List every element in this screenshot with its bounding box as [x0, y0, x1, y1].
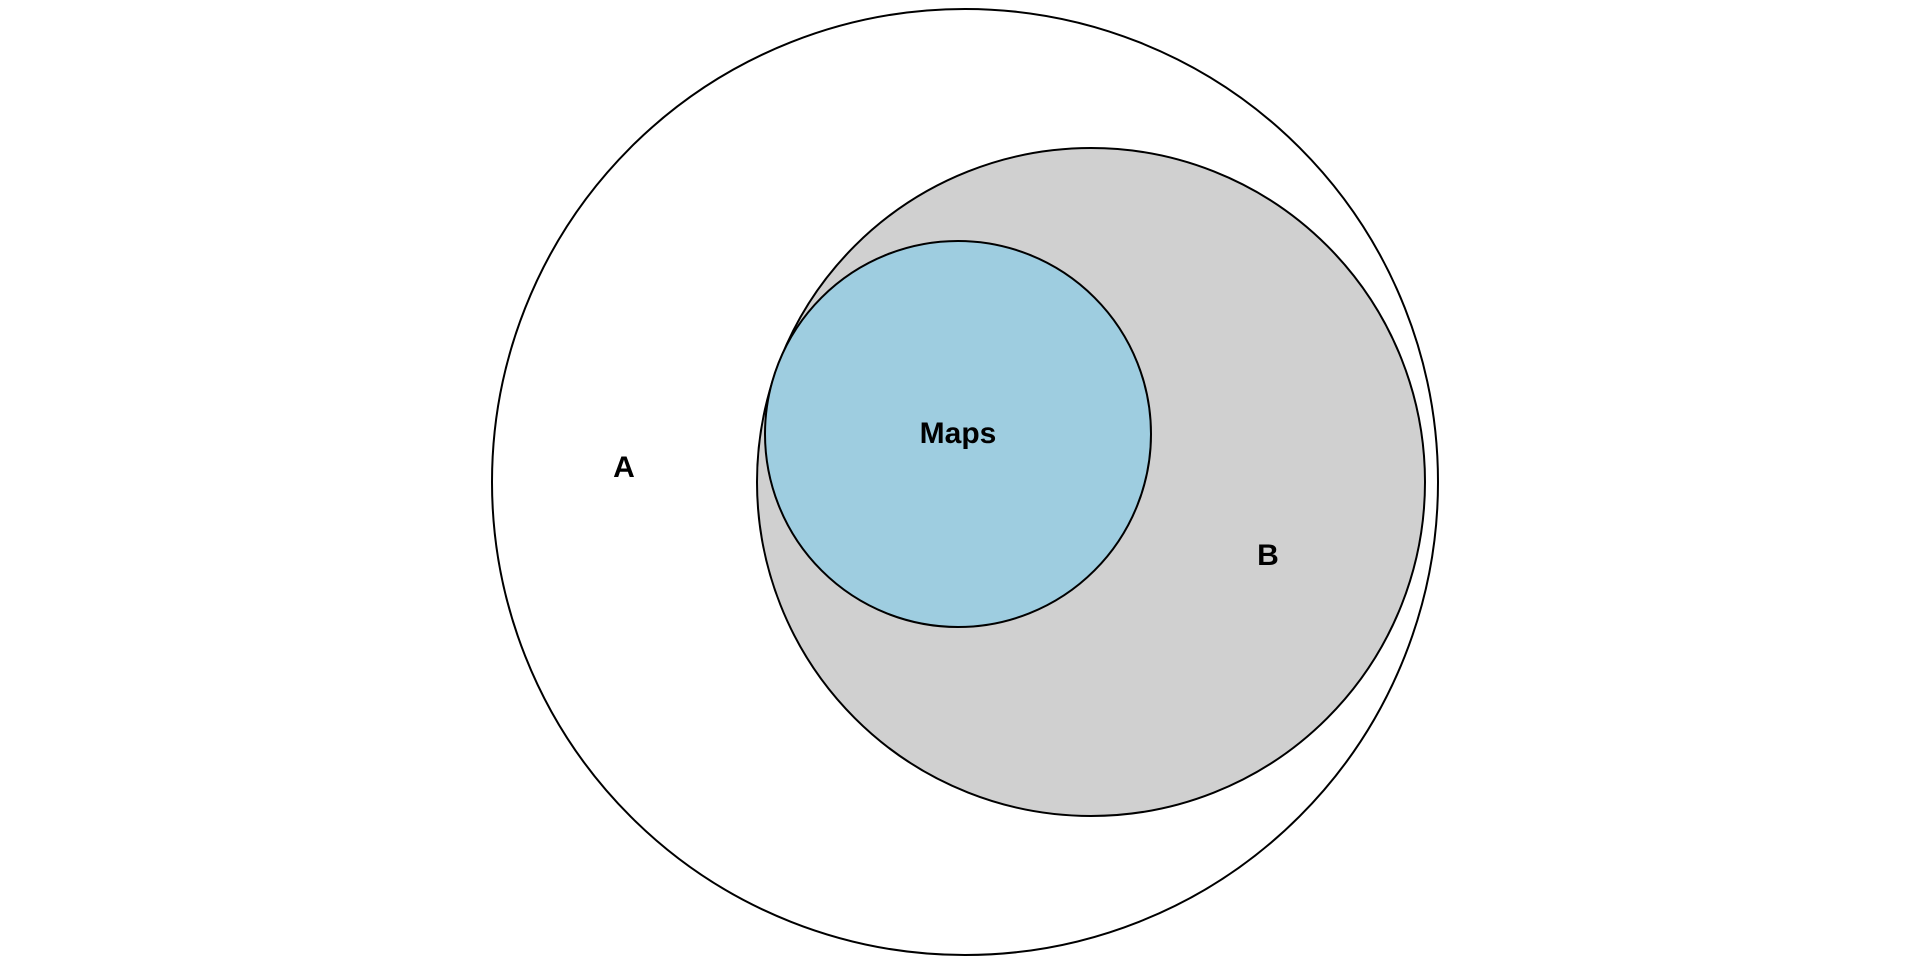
set-maps-label: Maps — [920, 417, 997, 450]
set-maps-circle — [764, 240, 1152, 628]
set-b-label: B — [1257, 539, 1279, 572]
set-a-label: A — [613, 451, 635, 484]
